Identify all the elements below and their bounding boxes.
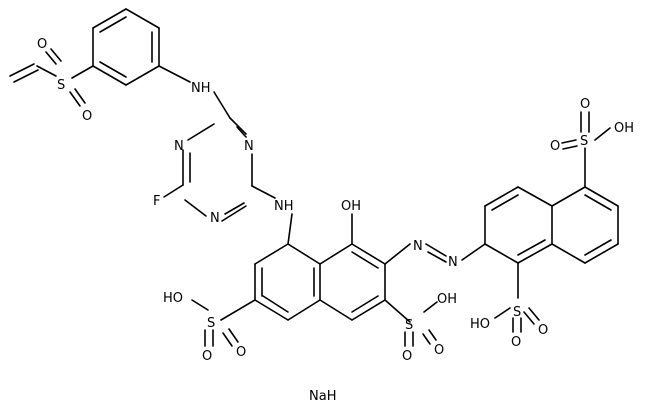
atom-o-left-down: O <box>202 349 212 364</box>
atom-o-mid-right: O <box>434 343 444 358</box>
atom-nh-mid: NH <box>274 199 294 214</box>
atom-o-left-right: O <box>236 345 246 360</box>
atom-n-azo-2: N <box>448 255 458 270</box>
atom-ho-left: HO <box>163 291 183 306</box>
atom-o-top-right-up: O <box>580 97 590 112</box>
counterion-nah: NaH <box>309 389 336 403</box>
atom-o-bottom-right-right: O <box>538 323 548 338</box>
atom-ho-bottom-right: HO <box>470 317 490 332</box>
atom-s-mid: S <box>405 318 413 333</box>
bond-lines <box>9 8 619 347</box>
atom-o-vinyl-top: O <box>37 37 47 52</box>
atom-o-top-right-left: O <box>550 139 560 154</box>
atom-s-vinyl: S <box>57 78 65 93</box>
atom-oh: OH <box>341 199 361 214</box>
atom-o-mid-down: O <box>402 349 412 364</box>
atom-n-triazine-2: N <box>244 139 254 154</box>
atom-oh-mid: OH <box>437 292 457 307</box>
atom-o-bottom-right-down: O <box>511 335 521 350</box>
atom-s-bottom-right: S <box>513 305 521 320</box>
atom-o-vinyl-bottom: O <box>82 109 92 124</box>
atom-s-left: S <box>207 316 215 331</box>
atom-oh-top-right: OH <box>614 121 634 136</box>
atom-s-top-right: S <box>580 134 588 149</box>
atom-n-triazine-1: N <box>174 139 184 154</box>
atom-nh-top: NH <box>191 81 211 96</box>
atom-n-triazine-3: N <box>210 211 220 226</box>
atom-fluorine: F <box>153 194 160 209</box>
atom-n-azo-1: N <box>413 239 423 254</box>
atom-labels: S O O NH N N N F NH OH N N S OH O O S HO… <box>37 37 634 403</box>
